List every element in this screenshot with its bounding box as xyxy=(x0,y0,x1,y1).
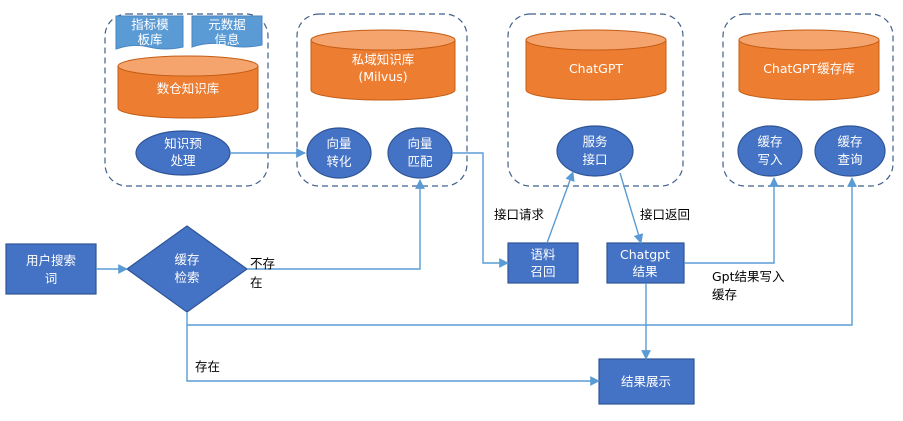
node-vector-convert-line2: 转化 xyxy=(326,154,352,169)
node-corpus-recall-line2: 召回 xyxy=(530,264,555,279)
edge-check-to-cache-query xyxy=(187,177,857,326)
edge-vector-match-to-corpus xyxy=(452,152,509,268)
node-cache-write-line2: 写入 xyxy=(757,152,783,167)
cylinder-dw-label: 数仓知识库 xyxy=(157,81,220,96)
node-preprocess-line2: 处理 xyxy=(170,153,196,168)
node-cache-check[interactable]: 缓存 检索 xyxy=(125,225,249,313)
doc-metadata-info: 元数据 信息 xyxy=(191,15,263,48)
cylinder-chatgpt: ChatGPT xyxy=(525,29,667,101)
node-corpus-recall-line1: 语料 xyxy=(530,247,556,262)
node-cache-query[interactable]: 缓存 查询 xyxy=(814,125,886,177)
node-vector-convert-line1: 向量 xyxy=(326,136,351,151)
cylinder-chatgpt-label: ChatGPT xyxy=(569,61,623,76)
node-corpus-recall[interactable]: 语料 召回 xyxy=(507,242,579,284)
edge-result-to-cache-write xyxy=(684,177,779,264)
group-data-warehouse xyxy=(104,13,269,187)
label-exist: 存在 xyxy=(195,359,220,374)
node-service-api-line1: 服务 xyxy=(582,134,607,149)
label-not-exist-line1: 不存 xyxy=(250,256,275,271)
edge-service-api-to-result xyxy=(619,172,644,244)
node-cache-write-line1: 缓存 xyxy=(757,134,782,149)
cylinder-dw-knowledge-base: 数仓知识库 xyxy=(117,55,259,119)
group-cache-store xyxy=(722,13,894,187)
group-private-kb xyxy=(296,13,468,187)
label-gpt-write-cache-line2: 缓存 xyxy=(712,287,737,302)
label-gpt-write-cache-line1: Gpt结果写入 xyxy=(712,269,785,284)
node-result-display[interactable]: 结果展示 xyxy=(598,358,695,405)
node-cache-write[interactable]: 缓存 写入 xyxy=(737,125,803,177)
doc-metadata-line2: 信息 xyxy=(214,32,239,47)
node-user-query-line1: 用户搜索 xyxy=(26,253,76,268)
node-user-query[interactable]: 用户搜索 词 xyxy=(5,243,97,295)
group-chatgpt xyxy=(507,13,684,187)
label-not-exist-line2: 在 xyxy=(250,275,263,290)
edge-corpus-to-service-api xyxy=(546,171,575,244)
node-vector-convert[interactable]: 向量 转化 xyxy=(306,127,372,179)
node-chatgpt-result-line2: 结果 xyxy=(632,264,658,279)
node-cache-query-line2: 查询 xyxy=(837,152,862,167)
cylinder-private-kb-label-1: 私域知识库 xyxy=(352,52,415,67)
cylinder-chatgpt-cache: ChatGPT缓存库 xyxy=(738,29,880,101)
node-preprocess-line1: 知识预 xyxy=(164,136,202,151)
doc-metric-template-lib: 指标模 板库 xyxy=(115,15,184,50)
label-api-return: 接口返回 xyxy=(640,207,690,222)
node-cache-check-line2: 检索 xyxy=(174,270,199,285)
edge-not-exist-to-vector-match xyxy=(247,179,425,270)
cylinder-private-kb: 私域知识库 (Milvus) xyxy=(310,29,456,101)
node-vector-match[interactable]: 向量 匹配 xyxy=(387,127,453,179)
node-vector-match-line1: 向量 xyxy=(407,136,432,151)
edge-exist-to-display xyxy=(186,312,600,386)
doc-metadata-line1: 元数据 xyxy=(208,17,246,32)
node-cache-check-line1: 缓存 xyxy=(174,252,199,267)
node-result-display-label: 结果展示 xyxy=(621,374,671,389)
node-vector-match-line2: 匹配 xyxy=(407,154,433,169)
doc-metric-lib-line2: 板库 xyxy=(137,32,162,47)
node-chatgpt-result[interactable]: Chatgpt 结果 xyxy=(606,242,685,284)
node-service-api[interactable]: 服务 接口 xyxy=(556,125,634,177)
doc-metric-lib-line1: 指标模 xyxy=(131,17,169,32)
label-api-request: 接口请求 xyxy=(494,207,545,222)
node-cache-query-line1: 缓存 xyxy=(837,134,862,149)
node-chatgpt-result-line1: Chatgpt xyxy=(620,247,670,262)
cylinder-private-kb-label-2: (Milvus) xyxy=(358,69,407,84)
cylinder-cache-label: ChatGPT缓存库 xyxy=(763,61,855,76)
node-user-query-line2: 词 xyxy=(45,271,58,286)
node-service-api-line2: 接口 xyxy=(582,152,607,167)
node-knowledge-preprocess[interactable]: 知识预 处理 xyxy=(135,130,231,176)
